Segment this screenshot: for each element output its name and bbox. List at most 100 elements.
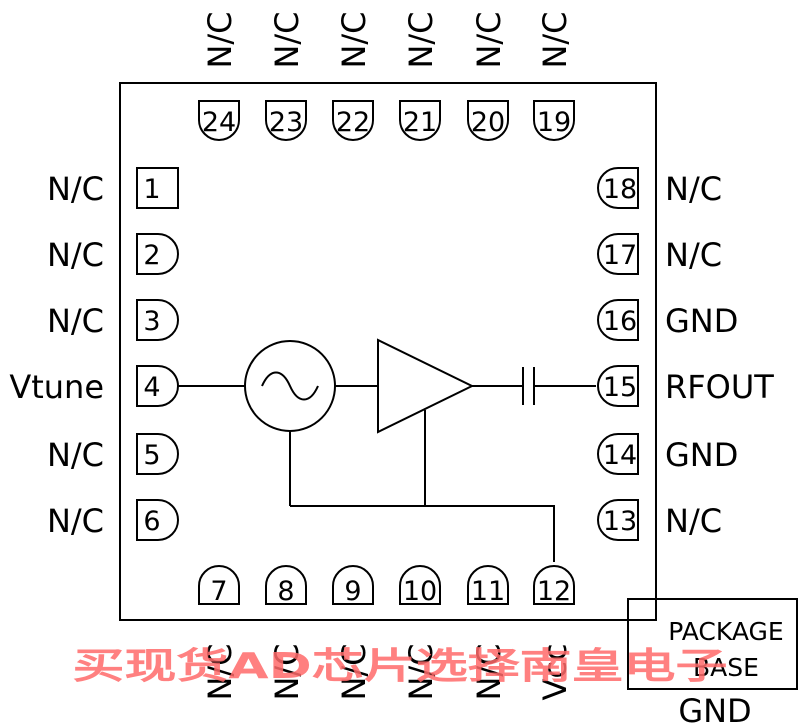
pin-13-pad <box>597 499 639 541</box>
pin-17-number: 17 <box>603 240 637 271</box>
pin-22: 22 N/C <box>332 11 374 141</box>
pin-20-pad <box>467 100 509 141</box>
pin-2-number: 2 <box>143 240 160 271</box>
pin-10-pad <box>399 565 441 605</box>
pin-7-number: 7 <box>210 576 227 607</box>
pin-21: 21N/C <box>399 11 441 141</box>
pin-15-pad <box>597 365 639 407</box>
pin-21-label: N/C <box>402 11 440 68</box>
pin-23-label: N/C <box>268 11 306 68</box>
pin-23-number: 23 <box>269 107 303 138</box>
pin-12-number: 12 <box>537 576 571 607</box>
pin-4-number: 4 <box>143 372 160 403</box>
pin-15: 15 RFOUT <box>597 365 774 407</box>
pin-12-pad <box>533 565 575 605</box>
pin-18-label: N/C <box>665 170 722 208</box>
pin-9-label: N/C <box>335 643 373 700</box>
pin-18-pad <box>597 167 639 209</box>
pin-24-pad <box>198 100 240 141</box>
pin-4-pad <box>136 365 179 407</box>
pin-17-label: N/C <box>665 236 722 274</box>
pin-18: 18 N/C <box>597 167 722 209</box>
pin-19: 19N/C <box>533 11 575 141</box>
internal-schematic <box>178 338 596 562</box>
pin-1-label: N/C <box>47 170 104 208</box>
pin-23: 23 N/C <box>265 11 307 141</box>
pin-3-label: N/C <box>47 302 104 340</box>
pin-1-number: 1 <box>143 174 160 205</box>
pin-16-pad <box>597 299 639 341</box>
pin-1: 1 N/C <box>47 167 179 209</box>
pin-2-label: N/C <box>47 236 104 274</box>
pin-12-label: Vcc <box>536 643 574 700</box>
pin-17-pad <box>597 233 639 275</box>
pin-8: 8N/C <box>265 565 307 701</box>
pin-11: 11N/C <box>467 565 509 701</box>
pin-9: 9N/C <box>332 565 374 701</box>
pin-6: 6 N/C <box>47 499 179 541</box>
pin-18-number: 18 <box>603 174 637 205</box>
pin-6-number: 6 <box>143 506 160 537</box>
pin-7-label: N/C <box>201 643 239 700</box>
vcc-bus-wire <box>290 505 555 562</box>
watermark: 买现货AD芯片选择南皇电子 <box>73 646 728 687</box>
pin-2-pad <box>136 233 179 275</box>
pin-23-pad <box>265 100 307 141</box>
pin-14: 14 GND <box>597 433 738 475</box>
pin-14-number: 14 <box>603 440 637 471</box>
package-base-line2: BASE <box>693 653 759 682</box>
pin-19-pad <box>533 100 575 141</box>
vco-oscillator-symbol <box>244 340 336 432</box>
pin-10-label: N/C <box>402 643 440 700</box>
amplifier-symbol <box>377 338 475 434</box>
pin-2: 2 N/C <box>47 233 179 275</box>
pin-20-number: 20 <box>471 107 505 138</box>
pin-4: 4 Vtune <box>9 365 179 407</box>
pin-22-pad <box>332 100 374 141</box>
package-base-box <box>627 598 798 690</box>
package-base-gnd-label: GND <box>678 692 751 728</box>
pin-13-label: N/C <box>665 502 722 540</box>
pin-20: 20 N/C <box>467 11 509 141</box>
package-base-line1: PACKAGE <box>668 617 783 646</box>
pin-9-pad <box>332 565 374 605</box>
pin-13-number: 13 <box>603 506 637 537</box>
pin-10-number: 10 <box>403 576 437 607</box>
pin-5: 5 N/C <box>47 433 179 475</box>
pin-15-number: 15 <box>603 372 637 403</box>
pin-22-label: N/C <box>335 11 373 68</box>
pin-11-pad <box>467 565 509 605</box>
pin-5-label: N/C <box>47 436 104 474</box>
package-outline <box>119 82 657 621</box>
package-base: PACKAGE BASE GND <box>627 598 798 728</box>
pins-layer: 1N/C2N/C3N/C4Vtune5N/C6N/C7N/C8N/C9N/C10… <box>9 11 774 700</box>
pin-8-pad <box>265 565 307 605</box>
pin-24-label: N/C <box>201 11 239 68</box>
pin-10: 10N/C <box>399 565 441 701</box>
pin-1-pad <box>136 167 179 209</box>
pin-6-pad <box>136 499 179 541</box>
pin-14-label: GND <box>665 436 738 474</box>
pin-20-label: N/C <box>470 11 508 68</box>
pin-11-number: 11 <box>471 576 505 607</box>
pin-19-number: 19 <box>537 107 571 138</box>
pin-5-pad <box>136 433 179 475</box>
pin-3-number: 3 <box>143 306 160 337</box>
pin-22-number: 22 <box>336 107 370 138</box>
pin-24-number: 24 <box>202 107 236 138</box>
pin-21-pad <box>399 100 441 141</box>
pin-5-number: 5 <box>143 440 160 471</box>
pin-11-label: N/C <box>470 643 508 700</box>
pin-8-label: N/C <box>268 643 306 700</box>
pin-6-label: N/C <box>47 502 104 540</box>
pin-4-label: Vtune <box>9 368 104 406</box>
pin-14-pad <box>597 433 639 475</box>
pin-9-number: 9 <box>344 576 361 607</box>
pin-8-number: 8 <box>277 576 294 607</box>
pin-15-label: RFOUT <box>665 368 774 406</box>
pin-3: 3 N/C <box>47 299 179 341</box>
pin-13: 13 N/C <box>597 499 722 541</box>
pin-7: 7N/C <box>198 565 240 701</box>
